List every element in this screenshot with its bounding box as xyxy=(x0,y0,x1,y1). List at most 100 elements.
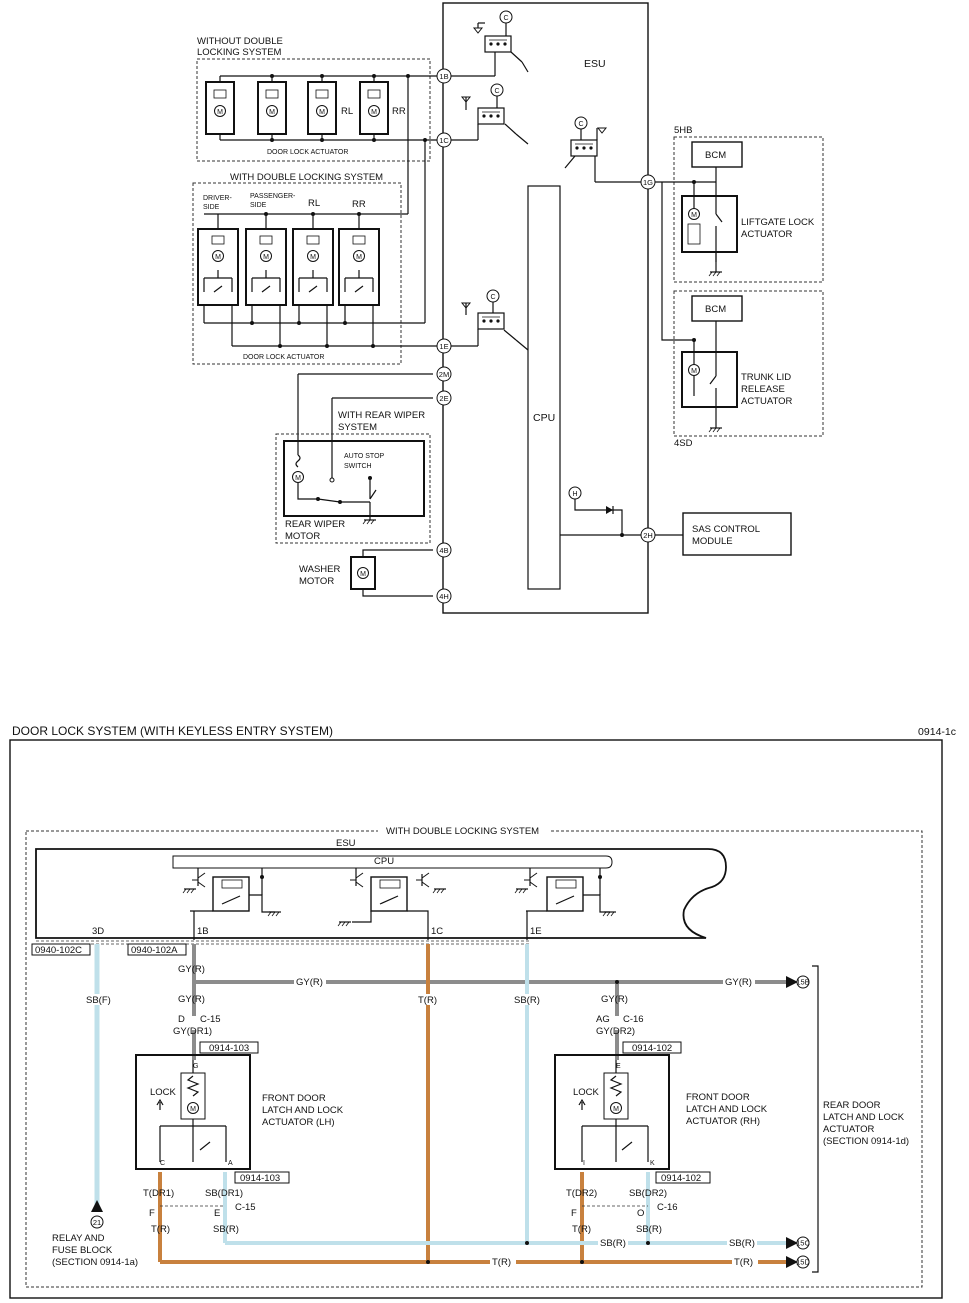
without-double-locking-frame xyxy=(196,58,431,162)
svg-text:15B: 15B xyxy=(796,978,809,987)
svg-text:SB(R): SB(R) xyxy=(213,1224,239,1235)
rr-label-2: RR xyxy=(352,199,366,210)
front-rh-label-3: ACTUATOR (RH) xyxy=(686,1116,760,1127)
code-4sd: 4SD xyxy=(674,438,693,449)
svg-text:GY(R): GY(R) xyxy=(725,977,752,988)
bcm-box-1 xyxy=(691,141,743,168)
rear-wiper-motor-box xyxy=(283,440,425,517)
svg-text:15D: 15D xyxy=(796,1258,810,1267)
auto-stop-1: AUTO STOP xyxy=(344,453,385,460)
connector-0914-102-bottom xyxy=(655,1171,711,1184)
with-double-label-top: WITH DOUBLE LOCKING SYSTEM xyxy=(230,172,383,183)
svg-text:C: C xyxy=(503,15,508,22)
esu-box xyxy=(442,2,649,614)
esu-relay-2: C xyxy=(460,83,529,145)
rear-door-3: ACTUATOR xyxy=(823,1124,875,1135)
svg-text:0914-103: 0914-103 xyxy=(240,1173,280,1184)
svg-text:SB(R): SB(R) xyxy=(636,1224,662,1235)
front-door-lh-actuator-box xyxy=(135,1054,251,1170)
svg-text:LOCK: LOCK xyxy=(573,1087,600,1098)
svg-text:GY(DR2): GY(DR2) xyxy=(596,1026,635,1037)
svg-text:T(R): T(R) xyxy=(151,1224,170,1235)
bcm-label-1: BCM xyxy=(705,150,726,161)
svg-text:1B: 1B xyxy=(439,72,448,81)
svg-text:C-15: C-15 xyxy=(235,1202,256,1213)
rear-door-1: REAR DOOR xyxy=(823,1100,881,1111)
front-rh-label-1: FRONT DOOR xyxy=(686,1092,750,1103)
svg-text:15C: 15C xyxy=(796,1239,810,1248)
svg-text:2E: 2E xyxy=(439,394,448,403)
relay-label-1: RELAY AND xyxy=(52,1233,105,1244)
trunk-actuator-box xyxy=(681,351,738,408)
svg-text:SB(DR2): SB(DR2) xyxy=(629,1188,667,1199)
svg-text:SB(R): SB(R) xyxy=(514,995,540,1006)
liftgate-frame xyxy=(673,136,824,283)
svg-text:C: C xyxy=(578,121,583,128)
svg-text:21: 21 xyxy=(93,1218,101,1227)
cpu-label-bottom: CPU xyxy=(374,856,394,867)
rear-door-bracket xyxy=(812,965,819,1273)
rl-label-1: RL xyxy=(341,106,353,117)
svg-text:T(R): T(R) xyxy=(572,1224,591,1235)
relay-label-2: FUSE BLOCK xyxy=(52,1245,113,1256)
without-double-label-1: WITHOUT DOUBLE xyxy=(197,36,283,47)
code-5hb: 5HB xyxy=(674,125,692,136)
svg-text:E: E xyxy=(616,1063,621,1070)
svg-text:1E: 1E xyxy=(439,342,448,351)
passenger-side-1: PASSENGER- xyxy=(250,193,296,200)
with-rear-wiper-2: SYSTEM xyxy=(338,422,377,433)
rr-label-1: RR xyxy=(392,106,406,117)
esu-pins-left: 1B 1C 1E 2M 2E 4B 4H xyxy=(436,68,452,604)
relay-label-3: (SECTION 0914-1a) xyxy=(52,1257,138,1268)
svg-text:C: C xyxy=(494,88,499,95)
connector-0914-103-top xyxy=(199,1041,259,1054)
bottom-title: DOOR LOCK SYSTEM (WITH KEYLESS ENTRY SYS… xyxy=(12,724,333,738)
connector-0940-102c xyxy=(31,943,91,956)
esu-label: ESU xyxy=(584,58,606,70)
page-code: 0914-1c xyxy=(918,726,956,738)
driver-side-1: DRIVER- xyxy=(203,195,232,202)
svg-text:T(R): T(R) xyxy=(492,1257,511,1268)
svg-text:GY(R): GY(R) xyxy=(296,977,323,988)
door-lock-actuator-label-2: DOOR LOCK ACTUATOR xyxy=(243,354,324,361)
rear-door-2: LATCH AND LOCK xyxy=(823,1112,905,1123)
svg-text:C-15: C-15 xyxy=(200,1014,221,1025)
connector-0914-103-bottom xyxy=(234,1171,290,1184)
rl-label-2: RL xyxy=(308,198,320,209)
svg-text:C-16: C-16 xyxy=(623,1014,644,1025)
connector-0940-102a xyxy=(127,943,187,956)
with-rear-wiper-1: WITH REAR WIPER xyxy=(338,410,425,421)
svg-text:SB(DR1): SB(DR1) xyxy=(205,1188,243,1199)
svg-text:C: C xyxy=(490,294,495,301)
svg-text:4H: 4H xyxy=(439,592,449,601)
svg-text:T(DR2): T(DR2) xyxy=(566,1188,597,1199)
svg-text:A: A xyxy=(228,1160,233,1167)
esu-relay-1: C xyxy=(472,10,529,73)
svg-text:AG: AG xyxy=(596,1014,610,1025)
svg-text:G: G xyxy=(193,1063,198,1070)
svg-text:SB(R): SB(R) xyxy=(729,1238,755,1249)
esu-driver-1 xyxy=(182,868,282,940)
bcm-box-2 xyxy=(691,295,743,322)
trunk-label-1: TRUNK LID xyxy=(741,372,791,383)
svg-text:1C: 1C xyxy=(439,136,449,145)
sas-label-2: MODULE xyxy=(692,536,733,547)
esu-driver-2 xyxy=(337,868,447,940)
svg-text:O: O xyxy=(637,1208,644,1219)
svg-text:0914-102: 0914-102 xyxy=(632,1043,672,1054)
passenger-side-2: SIDE xyxy=(250,202,267,209)
svg-text:K: K xyxy=(650,1160,655,1167)
front-lh-label-2: LATCH AND LOCK xyxy=(262,1105,344,1116)
cpu-box xyxy=(527,185,561,590)
front-lh-label-3: ACTUATOR (LH) xyxy=(262,1117,334,1128)
svg-text:SB(R): SB(R) xyxy=(600,1238,626,1249)
rear-wiper-frame xyxy=(275,433,431,544)
svg-text:1G: 1G xyxy=(643,178,653,187)
svg-text:D: D xyxy=(178,1014,185,1025)
without-double-label-2: LOCKING SYSTEM xyxy=(197,47,282,58)
rear-wiper-motor-1: REAR WIPER xyxy=(285,519,345,530)
trunk-frame xyxy=(673,290,824,437)
svg-text:T(R): T(R) xyxy=(418,995,437,1006)
svg-text:T(DR1): T(DR1) xyxy=(143,1188,174,1199)
svg-text:GY(R): GY(R) xyxy=(601,994,628,1005)
